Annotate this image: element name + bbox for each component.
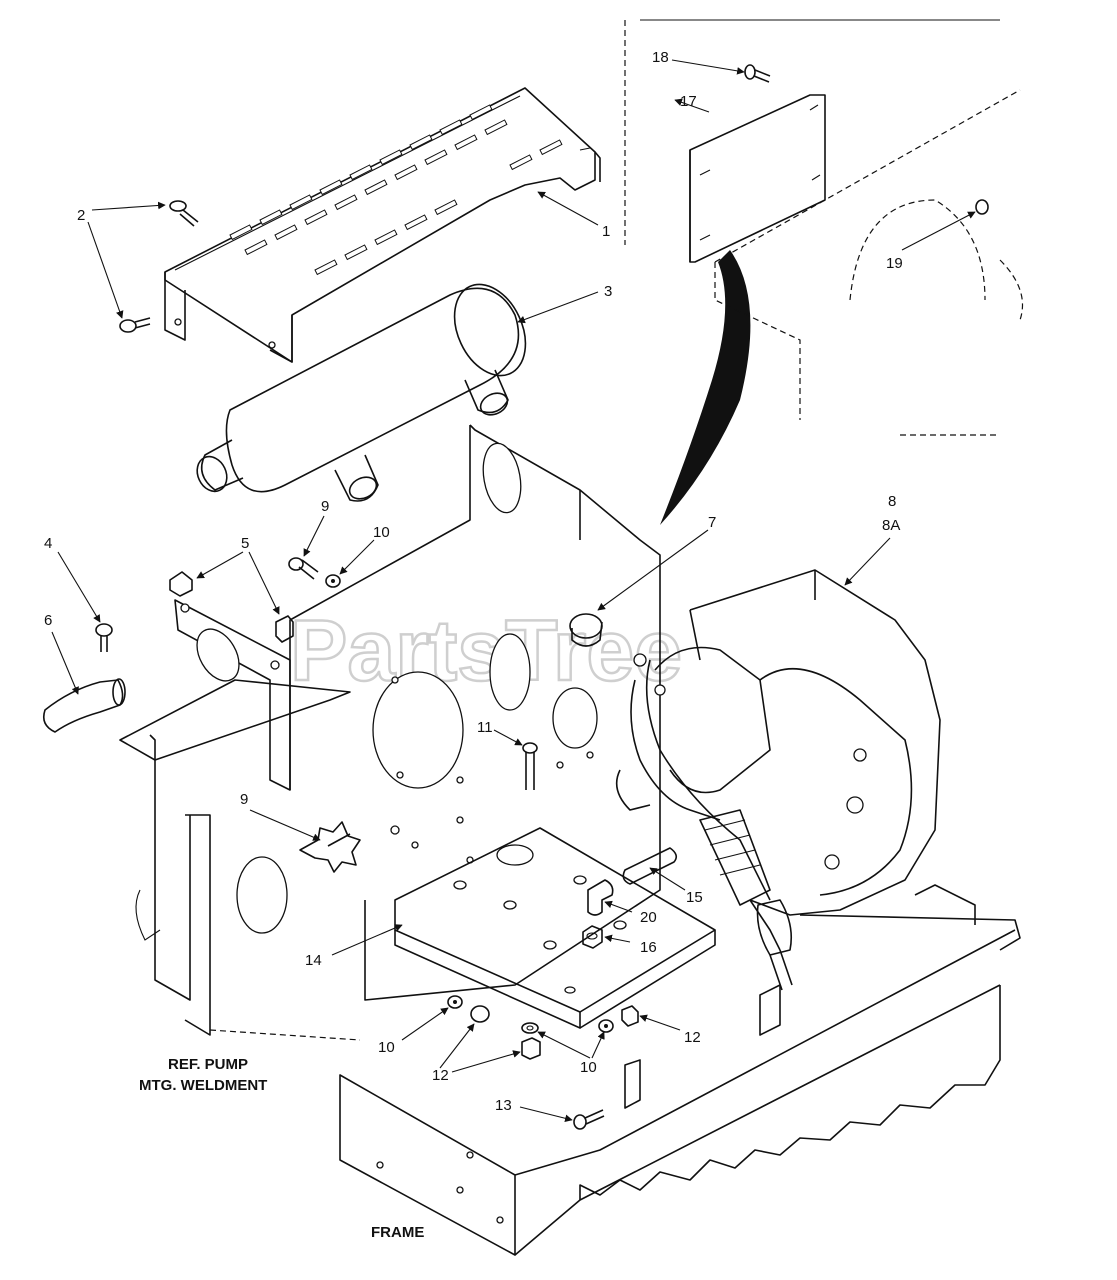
washer-center	[521, 1022, 539, 1034]
washer-right	[598, 1019, 614, 1033]
dowel-pin	[622, 847, 678, 885]
nut-right	[621, 1005, 639, 1027]
callout-6: 6	[44, 612, 52, 629]
callout-8: 8	[888, 493, 896, 510]
spacer-left	[169, 571, 193, 597]
hex-nut	[582, 925, 603, 949]
assembly-arrow	[660, 250, 751, 525]
washer-left	[447, 995, 463, 1009]
callout-11: 11	[477, 719, 493, 736]
callout-4: 4	[44, 535, 52, 552]
engine	[615, 569, 941, 991]
callout-12-right: 12	[684, 1029, 701, 1046]
callout-10-right: 10	[580, 1059, 597, 1076]
callout-15: 15	[686, 889, 703, 906]
callout-16: 16	[640, 939, 657, 956]
callout-9-lower: 9	[240, 791, 248, 808]
callout-labels: 1 2 3 4 5 6 7 8 8A 9 10 9 11 14 15 20 16…	[44, 49, 903, 1114]
callout-18: 18	[652, 49, 669, 66]
inset-nut	[975, 199, 989, 215]
frame-bolt	[573, 1109, 605, 1130]
star-knob	[299, 821, 361, 873]
mount-bolt	[95, 623, 113, 652]
muffler-guard	[164, 87, 601, 363]
inset-divider	[624, 19, 1000, 436]
elbow-fitting	[587, 879, 614, 916]
callout-1: 1	[602, 223, 610, 240]
callout-12-left: 12	[432, 1067, 449, 1084]
callout-7: 7	[708, 514, 716, 531]
pump-mounting-weldment	[135, 424, 661, 1041]
spacer-nut-center	[521, 1037, 541, 1060]
spacer-nut-left	[470, 1005, 490, 1023]
callout-9-upper: 9	[321, 498, 329, 515]
callout-17: 17	[680, 93, 697, 110]
callout-10-upper: 10	[373, 524, 390, 541]
callout-8a: 8A	[882, 517, 900, 534]
inset-bracket	[689, 94, 826, 263]
callout-3: 3	[604, 283, 612, 300]
muffler-mount-plate	[119, 599, 351, 791]
guard-bolt-lower	[119, 317, 151, 333]
callout-14: 14	[305, 952, 322, 969]
callout-20: 20	[640, 909, 657, 926]
inset-frame	[714, 89, 1024, 420]
ref-pump-line1: REF. PUMP	[168, 1056, 248, 1073]
plate-nut-upper	[325, 574, 341, 588]
spacer-right	[275, 615, 294, 643]
plate-bolt-upper	[288, 557, 319, 580]
callout-5: 5	[241, 535, 249, 552]
bushing	[569, 613, 603, 647]
guard-bolt-upper	[169, 200, 199, 227]
ref-pump-line2: MTG. WELDMENT	[139, 1077, 267, 1094]
frame	[339, 884, 1021, 1256]
exhaust-elbow	[42, 678, 126, 733]
leader-lines	[51, 59, 976, 1123]
ref-frame: FRAME	[371, 1224, 424, 1241]
callout-10-left: 10	[378, 1039, 395, 1056]
callout-2: 2	[77, 207, 85, 224]
watermark: PartsTree	[290, 603, 682, 699]
guard-slots	[229, 104, 563, 276]
engine-mount-plate	[394, 827, 716, 1029]
callout-19: 19	[886, 255, 903, 272]
callout-13: 13	[495, 1097, 512, 1114]
bracket-screw	[744, 64, 771, 83]
weldment-bolt	[522, 742, 538, 790]
